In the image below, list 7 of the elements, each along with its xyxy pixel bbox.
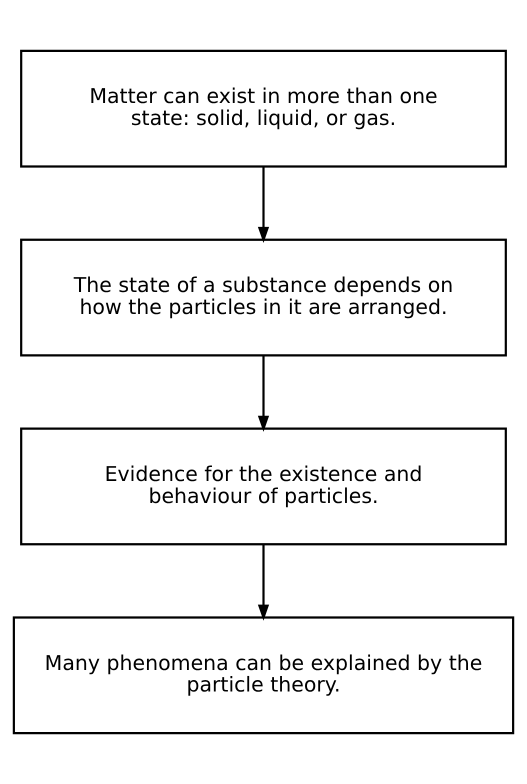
node-box: The state of a substance depends on how the particles in it are arranged. bbox=[20, 238, 507, 356]
arrow bbox=[258, 356, 270, 432]
node-box: Many phenomena can be explained by the particle theory. bbox=[12, 616, 514, 734]
node-box: Matter can exist in more than one state: solid, liquid, or gas. bbox=[20, 50, 507, 168]
node-box: Evidence for the existence and behaviour of particles. bbox=[20, 428, 507, 546]
arrow bbox=[258, 166, 270, 243]
arrow bbox=[258, 544, 270, 621]
